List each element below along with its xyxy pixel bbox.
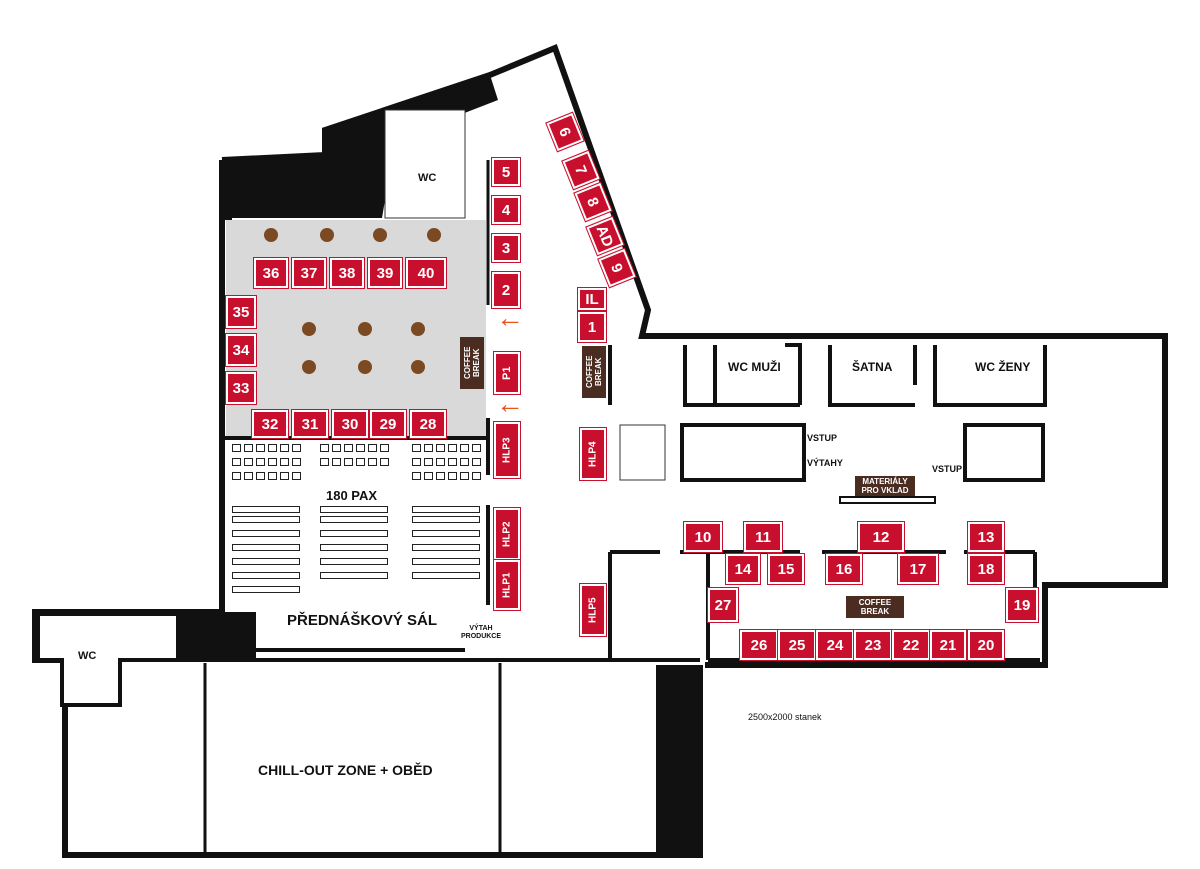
table-dot <box>427 228 441 242</box>
booth-31[interactable]: 31 <box>291 409 329 439</box>
booth-39[interactable]: 39 <box>367 257 403 289</box>
booth-32[interactable]: 32 <box>251 409 289 439</box>
booth-23[interactable]: 23 <box>853 629 893 661</box>
lounge-area <box>226 220 486 438</box>
table-dot <box>358 360 372 374</box>
booth-15[interactable]: 15 <box>767 553 805 585</box>
coffee-break-hall: COFFEE BREAK <box>846 596 904 618</box>
wardrobe-label: ŠATNA <box>852 360 893 374</box>
booth-33[interactable]: 33 <box>225 371 257 405</box>
booth-16[interactable]: 16 <box>825 553 863 585</box>
booth-13[interactable]: 13 <box>967 521 1005 553</box>
booth-1[interactable]: 1 <box>577 311 607 343</box>
entry-arrow-bottom: ← <box>496 388 524 419</box>
booth-35[interactable]: 35 <box>225 295 257 329</box>
booth-34[interactable]: 34 <box>225 333 257 367</box>
wc-women-label: WC ŽENY <box>975 360 1031 374</box>
booth-hlp2[interactable]: HLP2 <box>493 507 521 561</box>
booth-25[interactable]: 25 <box>777 629 817 661</box>
booth-38[interactable]: 38 <box>329 257 365 289</box>
capacity-label: 180 PAX <box>326 488 378 503</box>
booth-22[interactable]: 22 <box>891 629 931 661</box>
wall-fill-left <box>220 160 232 220</box>
booth-37[interactable]: 37 <box>291 257 327 289</box>
table-dot <box>411 360 425 374</box>
wall-fill-bottom-left <box>178 612 256 660</box>
wc-left-label: WC <box>78 650 97 662</box>
coffee-break-foyer: COFFEE BREAK <box>582 346 606 398</box>
booth-27[interactable]: 27 <box>707 587 739 623</box>
table-dot <box>411 322 425 336</box>
wc-left-room <box>36 612 180 707</box>
booth-18[interactable]: 18 <box>967 553 1005 585</box>
coffee-break-lounge: COFFEE BREAK <box>460 337 484 389</box>
booth-12[interactable]: 12 <box>857 521 905 553</box>
booth-4[interactable]: 4 <box>491 195 521 225</box>
entrance-label-1: VSTUP <box>807 433 838 443</box>
booth-5[interactable]: 5 <box>491 157 521 187</box>
wc-top-room <box>384 109 466 219</box>
table-dot <box>302 322 316 336</box>
booth-17[interactable]: 17 <box>897 553 939 585</box>
table-dot <box>320 228 334 242</box>
booth-19[interactable]: 19 <box>1005 587 1039 623</box>
booth-3[interactable]: 3 <box>491 233 521 263</box>
booth-30[interactable]: 30 <box>331 409 369 439</box>
table-dot <box>302 360 316 374</box>
booth-11[interactable]: 11 <box>743 521 783 553</box>
entry-arrow-top: ← <box>496 302 524 333</box>
chill-out-label: CHILL-OUT ZONE + OBĚD <box>258 762 433 778</box>
table-dot <box>358 322 372 336</box>
booth-21[interactable]: 21 <box>929 629 967 661</box>
table-dot <box>264 228 278 242</box>
booth-14[interactable]: 14 <box>725 553 761 585</box>
booth-36[interactable]: 36 <box>253 257 289 289</box>
wall-fill-bottom-right <box>656 665 702 855</box>
booth-il[interactable]: IL <box>577 287 607 311</box>
booth-24[interactable]: 24 <box>815 629 855 661</box>
booth-hlp4[interactable]: HLP4 <box>579 427 607 481</box>
booth-28[interactable]: 28 <box>409 409 447 439</box>
elevators-label: VÝTAHY <box>807 458 843 468</box>
table-dot <box>373 228 387 242</box>
booth-29[interactable]: 29 <box>369 409 407 439</box>
entrance-label-2: VSTUP <box>932 464 963 474</box>
booth-2[interactable]: 2 <box>491 271 521 309</box>
production-elevator-label: VÝTAH PRODUKCE <box>460 625 502 640</box>
booth-10[interactable]: 10 <box>683 521 723 553</box>
booth-p1[interactable]: P1 <box>493 351 521 395</box>
booth-40[interactable]: 40 <box>405 257 447 289</box>
booth-hlp5[interactable]: HLP5 <box>579 583 607 637</box>
booth-hlp3[interactable]: HLP3 <box>493 421 521 479</box>
lecture-hall-label: PŘEDNÁŠKOVÝ SÁL <box>287 612 438 629</box>
wc-men-label: WC MUŽI <box>728 360 781 374</box>
booth-20[interactable]: 20 <box>967 629 1005 661</box>
booth-26[interactable]: 26 <box>739 629 779 661</box>
wc-top-label: WC <box>418 172 437 184</box>
stand-size-note: 2500x2000 stanek <box>748 712 822 722</box>
materials-box: MATERIÁLY PRO VKLAD <box>855 476 915 496</box>
booth-hlp1[interactable]: HLP1 <box>493 559 521 611</box>
